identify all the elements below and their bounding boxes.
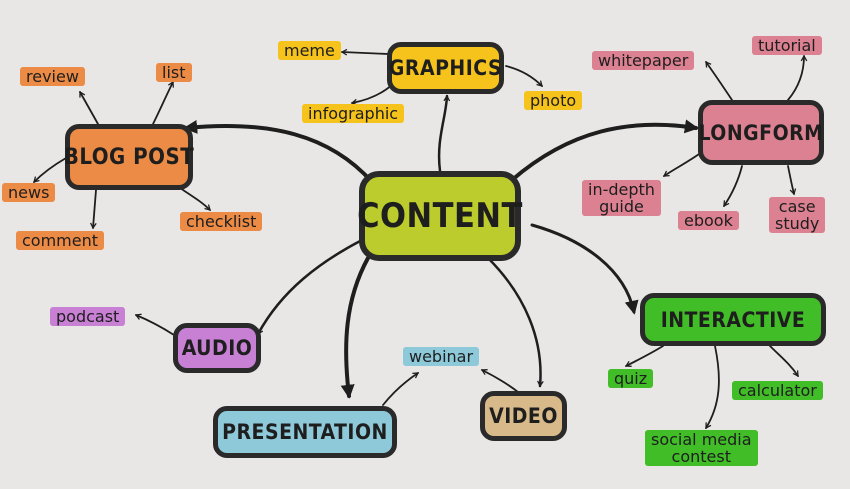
category-label: PRESENTATION bbox=[222, 420, 388, 444]
category-interactive: INTERACTIVE bbox=[640, 293, 826, 346]
leaf-webinar: webinar bbox=[403, 347, 480, 366]
link-content-graphics bbox=[437, 94, 451, 173]
leaf-case-study: case study bbox=[769, 197, 826, 233]
category-label: LONGFORM bbox=[698, 120, 824, 145]
category-label: GRAPHICS bbox=[388, 56, 503, 80]
link-content-video bbox=[486, 256, 544, 388]
link-blog-checklist bbox=[179, 187, 211, 211]
leaf-news: news bbox=[2, 183, 56, 202]
category-video: VIDEO bbox=[480, 391, 567, 441]
link-content-longform bbox=[510, 119, 699, 182]
link-longform-tutorial bbox=[787, 54, 808, 101]
leaf-whitepaper: whitepaper bbox=[592, 51, 695, 70]
link-graphics-meme bbox=[340, 48, 389, 56]
link-blog-news bbox=[33, 157, 67, 183]
category-longform: LONGFORM bbox=[698, 100, 824, 165]
category-label: BLOG POST bbox=[63, 144, 195, 170]
category-presentation: PRESENTATION bbox=[213, 406, 397, 458]
link-longform-case-study bbox=[787, 165, 797, 196]
leaf-ebook: ebook bbox=[678, 211, 739, 230]
leaf-podcast: podcast bbox=[50, 307, 126, 326]
center-node: CONTENT bbox=[357, 171, 523, 261]
link-blog-list bbox=[152, 80, 174, 125]
category-label: INTERACTIVE bbox=[660, 307, 806, 332]
link-content-interactive bbox=[530, 223, 639, 315]
link-longform-in-depth-guide bbox=[662, 151, 703, 177]
link-content-blog-post bbox=[183, 119, 374, 184]
link-blog-review bbox=[79, 90, 99, 125]
link-interactive-quiz bbox=[624, 345, 664, 367]
leaf-meme: meme bbox=[278, 41, 341, 60]
leaf-social-media-contest: social media contest bbox=[645, 430, 758, 466]
leaf-quiz: quiz bbox=[608, 369, 654, 388]
leaf-in-depth-guide: in-depth guide bbox=[582, 180, 661, 216]
link-video-webinar bbox=[480, 369, 519, 393]
leaf-review: review bbox=[20, 67, 85, 86]
center-label: CONTENT bbox=[357, 196, 523, 236]
link-content-audio bbox=[256, 238, 364, 336]
leaf-list: list bbox=[156, 63, 192, 82]
leaf-photo: photo bbox=[524, 91, 583, 110]
leaf-checklist: checklist bbox=[180, 212, 263, 231]
leaf-comment: comment bbox=[16, 231, 105, 250]
category-label: AUDIO bbox=[181, 336, 253, 360]
category-audio: AUDIO bbox=[173, 323, 261, 373]
category-label: VIDEO bbox=[489, 404, 558, 428]
link-presentation-webinar bbox=[382, 372, 420, 406]
link-interactive-calculator bbox=[769, 345, 799, 378]
link-interactive-social-media-contest bbox=[705, 345, 720, 430]
leaf-calculator: calculator bbox=[732, 381, 823, 400]
link-graphics-photo bbox=[505, 65, 543, 87]
link-content-presentation bbox=[340, 256, 370, 399]
category-blog-post: BLOG POST bbox=[63, 124, 195, 190]
leaf-infographic: infographic bbox=[302, 104, 405, 123]
link-blog-comment bbox=[90, 189, 97, 230]
leaf-tutorial: tutorial bbox=[752, 36, 822, 55]
category-graphics: GRAPHICS bbox=[387, 42, 504, 94]
link-audio-podcast bbox=[134, 313, 175, 336]
link-longform-whitepaper bbox=[705, 60, 733, 101]
link-longform-ebook bbox=[723, 165, 743, 208]
